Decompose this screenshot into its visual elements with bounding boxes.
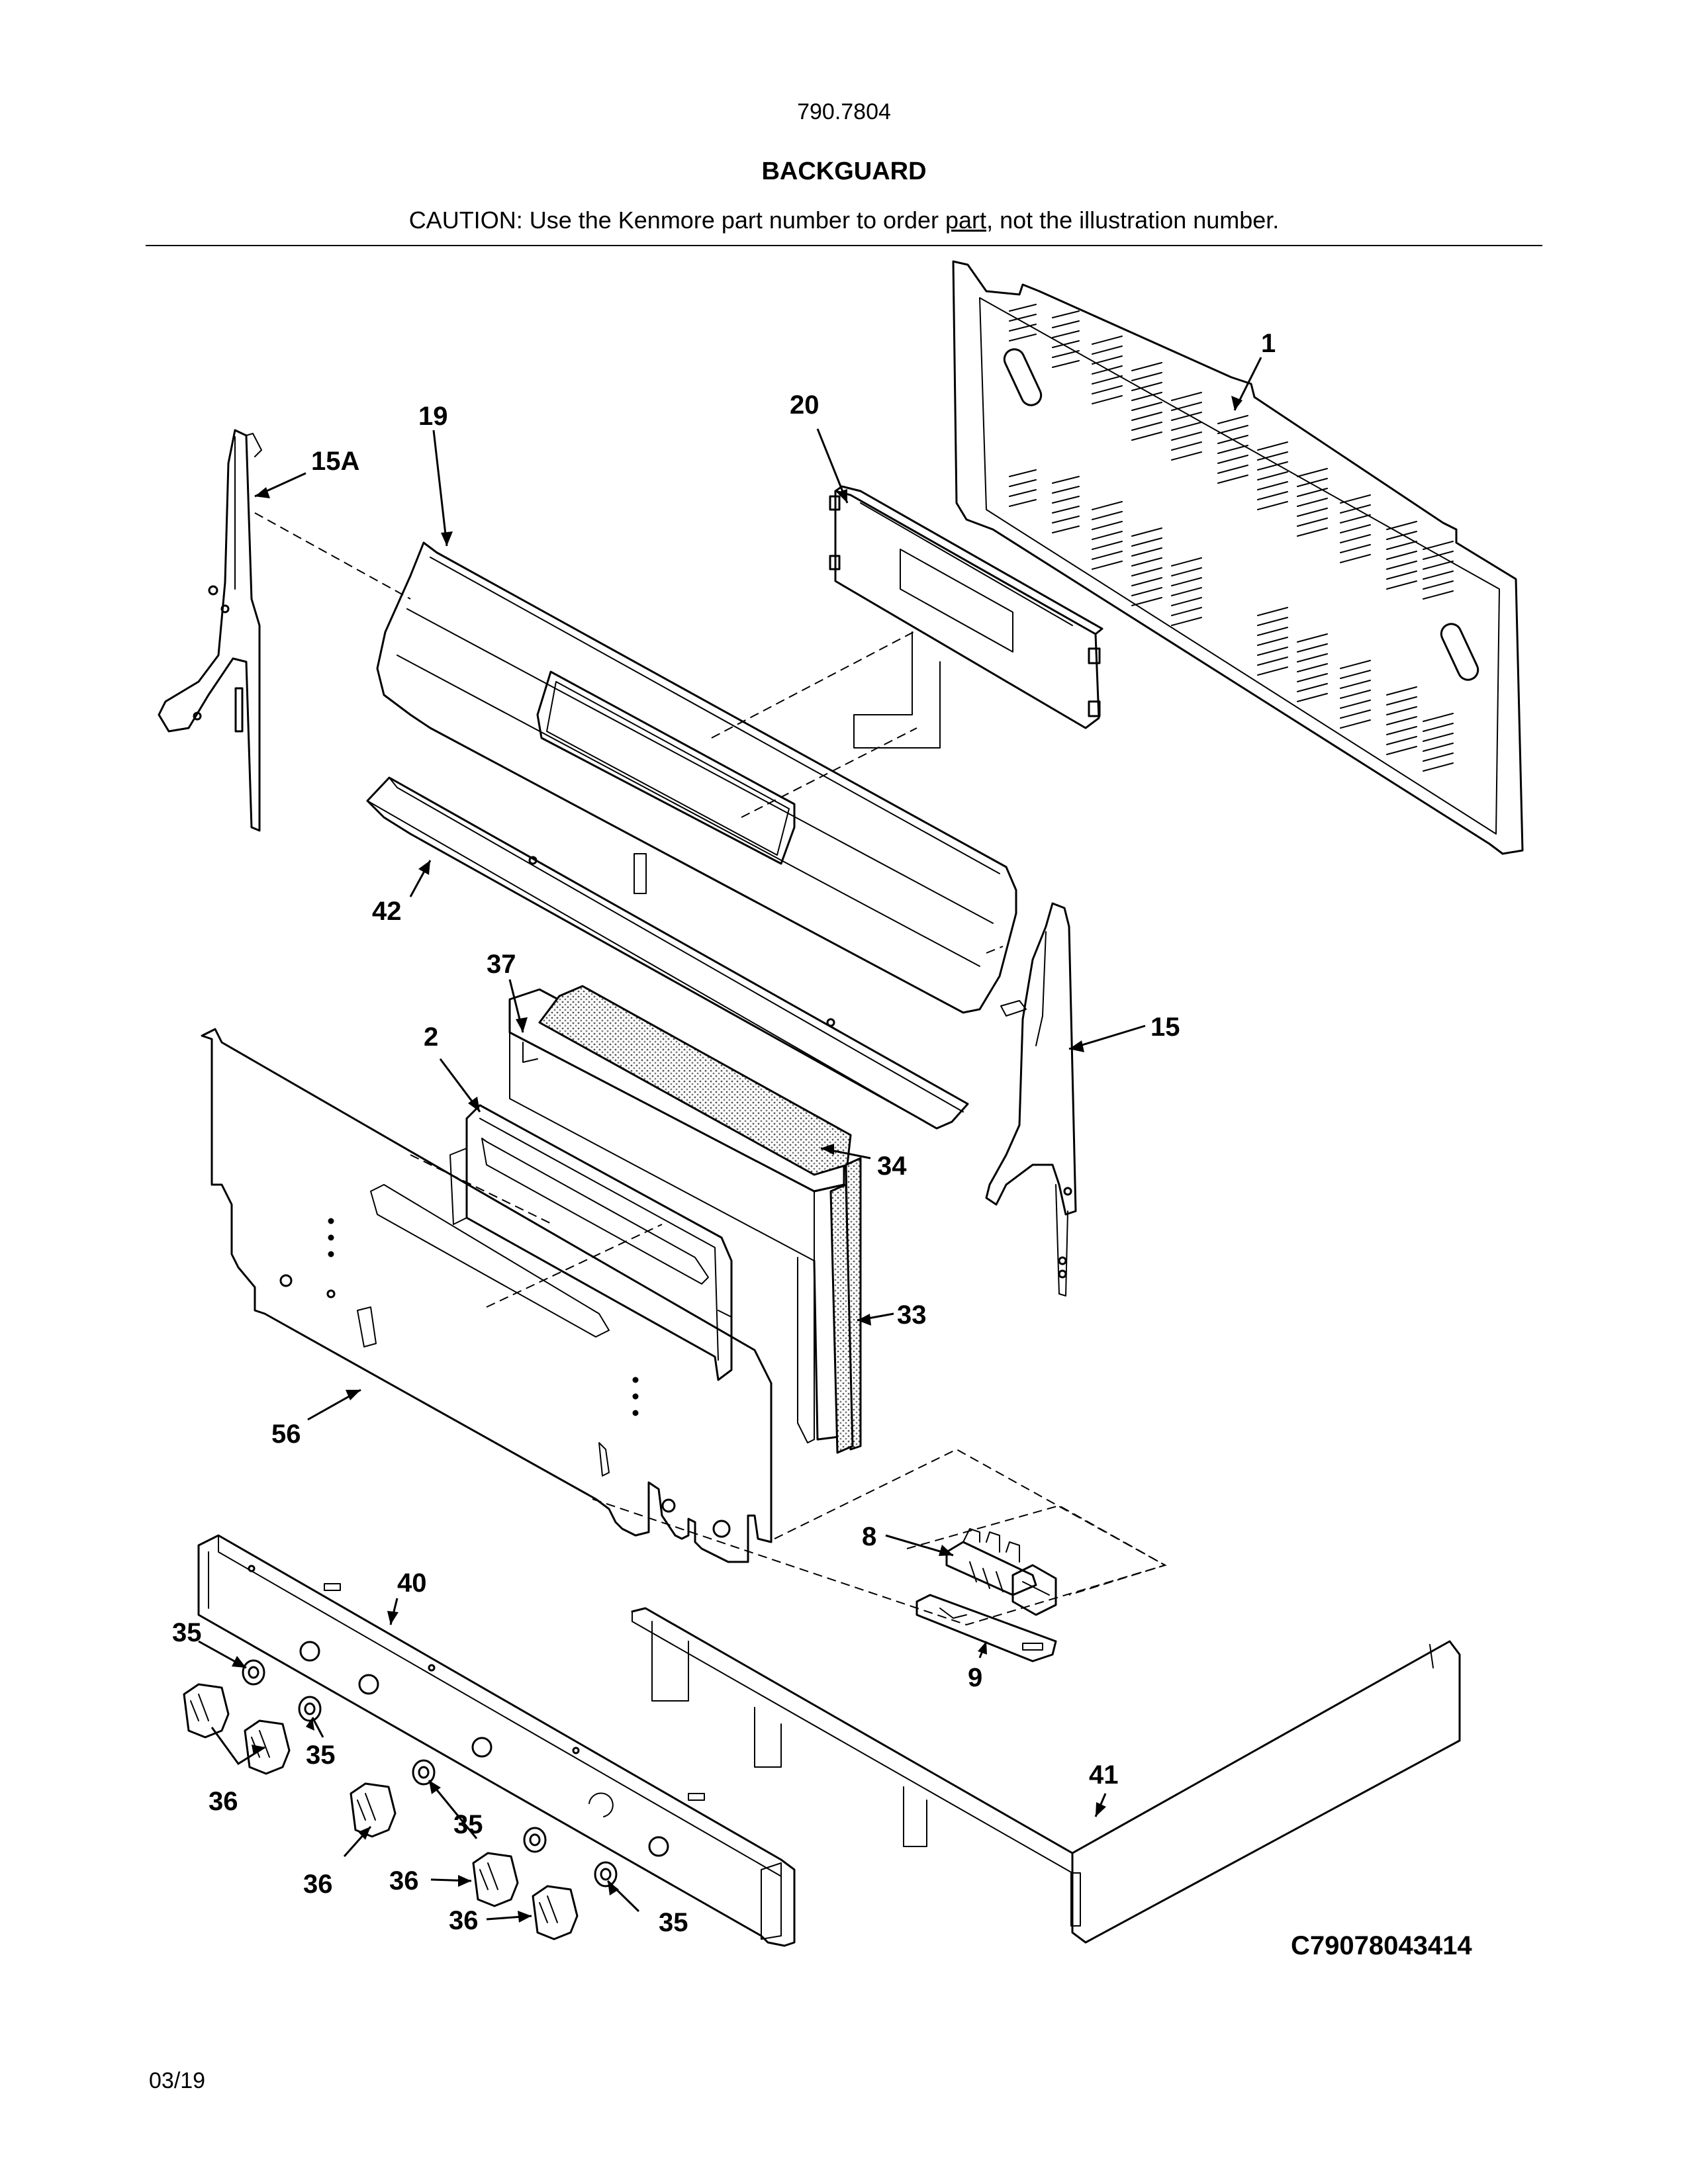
page-title: BACKGUARD (761, 158, 927, 185)
callout-15a: 15A (311, 447, 359, 476)
callout-33: 33 (897, 1300, 927, 1330)
callout-36-d: 36 (449, 1906, 479, 1935)
part-kick-panel (631, 1607, 1461, 1944)
part-right-end-bracket (985, 902, 1077, 1297)
model-number: 790.7804 (797, 99, 891, 124)
callout-35-c: 35 (453, 1810, 483, 1839)
part-insulation-pad-top (538, 985, 852, 1176)
callout-40: 40 (397, 1569, 427, 1598)
callout-35-d: 35 (659, 1908, 688, 1937)
callout-19: 19 (418, 402, 448, 431)
part-control-knobs (183, 1683, 579, 1940)
part-left-end-bracket (158, 429, 262, 832)
callout-34: 34 (877, 1152, 907, 1181)
diagram-code: C79078043414 (1291, 1931, 1472, 1960)
callout-56: 56 (271, 1420, 301, 1449)
header-divider (146, 245, 1542, 246)
callout-labels: 1 19 20 15A 42 37 2 15 34 33 56 8 9 40 3… (172, 329, 1276, 1937)
callout-35-b: 35 (306, 1741, 336, 1770)
callout-8: 8 (862, 1522, 876, 1551)
callout-9: 9 (968, 1663, 982, 1692)
part-rear-panel (952, 260, 1524, 855)
callout-2: 2 (424, 1023, 438, 1052)
callout-15: 15 (1150, 1013, 1180, 1042)
part-control-panel-front (197, 1534, 796, 1947)
part-terminal-bracket (915, 1594, 1057, 1662)
part-control-panel-back (201, 1028, 773, 1563)
caution-note: CAUTION: Use the Kenmore part number to … (0, 206, 1688, 234)
caution-underlined: part (945, 206, 987, 234)
callout-37: 37 (487, 950, 516, 979)
leader-arrowheads (232, 396, 1243, 1923)
part-terminal-block (945, 1528, 1057, 1616)
callout-1: 1 (1261, 329, 1276, 358)
callout-36-b: 36 (303, 1870, 333, 1899)
callout-20: 20 (790, 390, 820, 420)
part-inner-shield (449, 1104, 733, 1381)
part-backguard-panel (376, 541, 1017, 1014)
callout-41: 41 (1089, 1760, 1119, 1790)
caution-prefix: CAUTION: Use the Kenmore part number to … (408, 206, 946, 234)
leader-lines (198, 357, 1262, 1921)
part-control-board (829, 485, 1103, 749)
part-trim-rail (366, 776, 969, 1130)
callout-35-a: 35 (172, 1618, 202, 1647)
part-insulation-pad-side (829, 1157, 862, 1454)
footer-date: 03/19 (149, 2068, 206, 2093)
assembly-lines (254, 512, 1167, 1626)
callout-42: 42 (372, 897, 402, 926)
part-knob-grommets (242, 1659, 618, 1888)
callout-36-a: 36 (209, 1787, 238, 1816)
callout-36-c: 36 (389, 1866, 419, 1895)
caution-suffix: , not the illustration number. (986, 206, 1280, 234)
